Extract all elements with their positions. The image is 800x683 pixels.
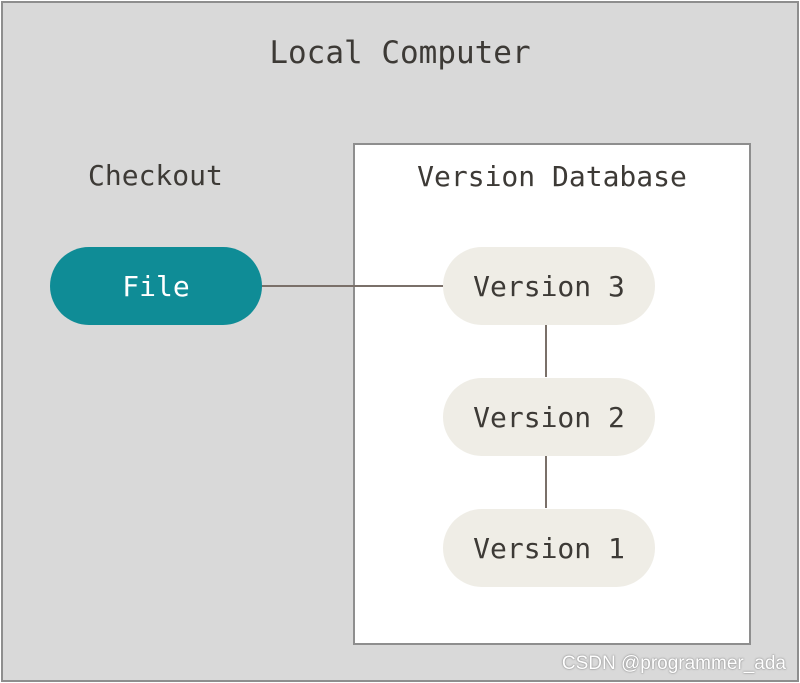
version-2-node: Version 2 xyxy=(443,378,655,456)
version-1-node: Version 1 xyxy=(443,509,655,587)
version-database-label: Version Database xyxy=(417,160,687,193)
version-3-node: Version 3 xyxy=(443,247,655,325)
checkout-label: Checkout xyxy=(88,159,223,192)
watermark-text: CSDN @programmer_ada xyxy=(561,653,786,674)
diagram-title: Local Computer xyxy=(269,35,531,71)
version2-to-version1-connector xyxy=(545,456,547,508)
file-node: File xyxy=(50,247,262,325)
file-to-version3-connector xyxy=(261,285,443,287)
version3-to-version2-connector xyxy=(545,325,547,377)
